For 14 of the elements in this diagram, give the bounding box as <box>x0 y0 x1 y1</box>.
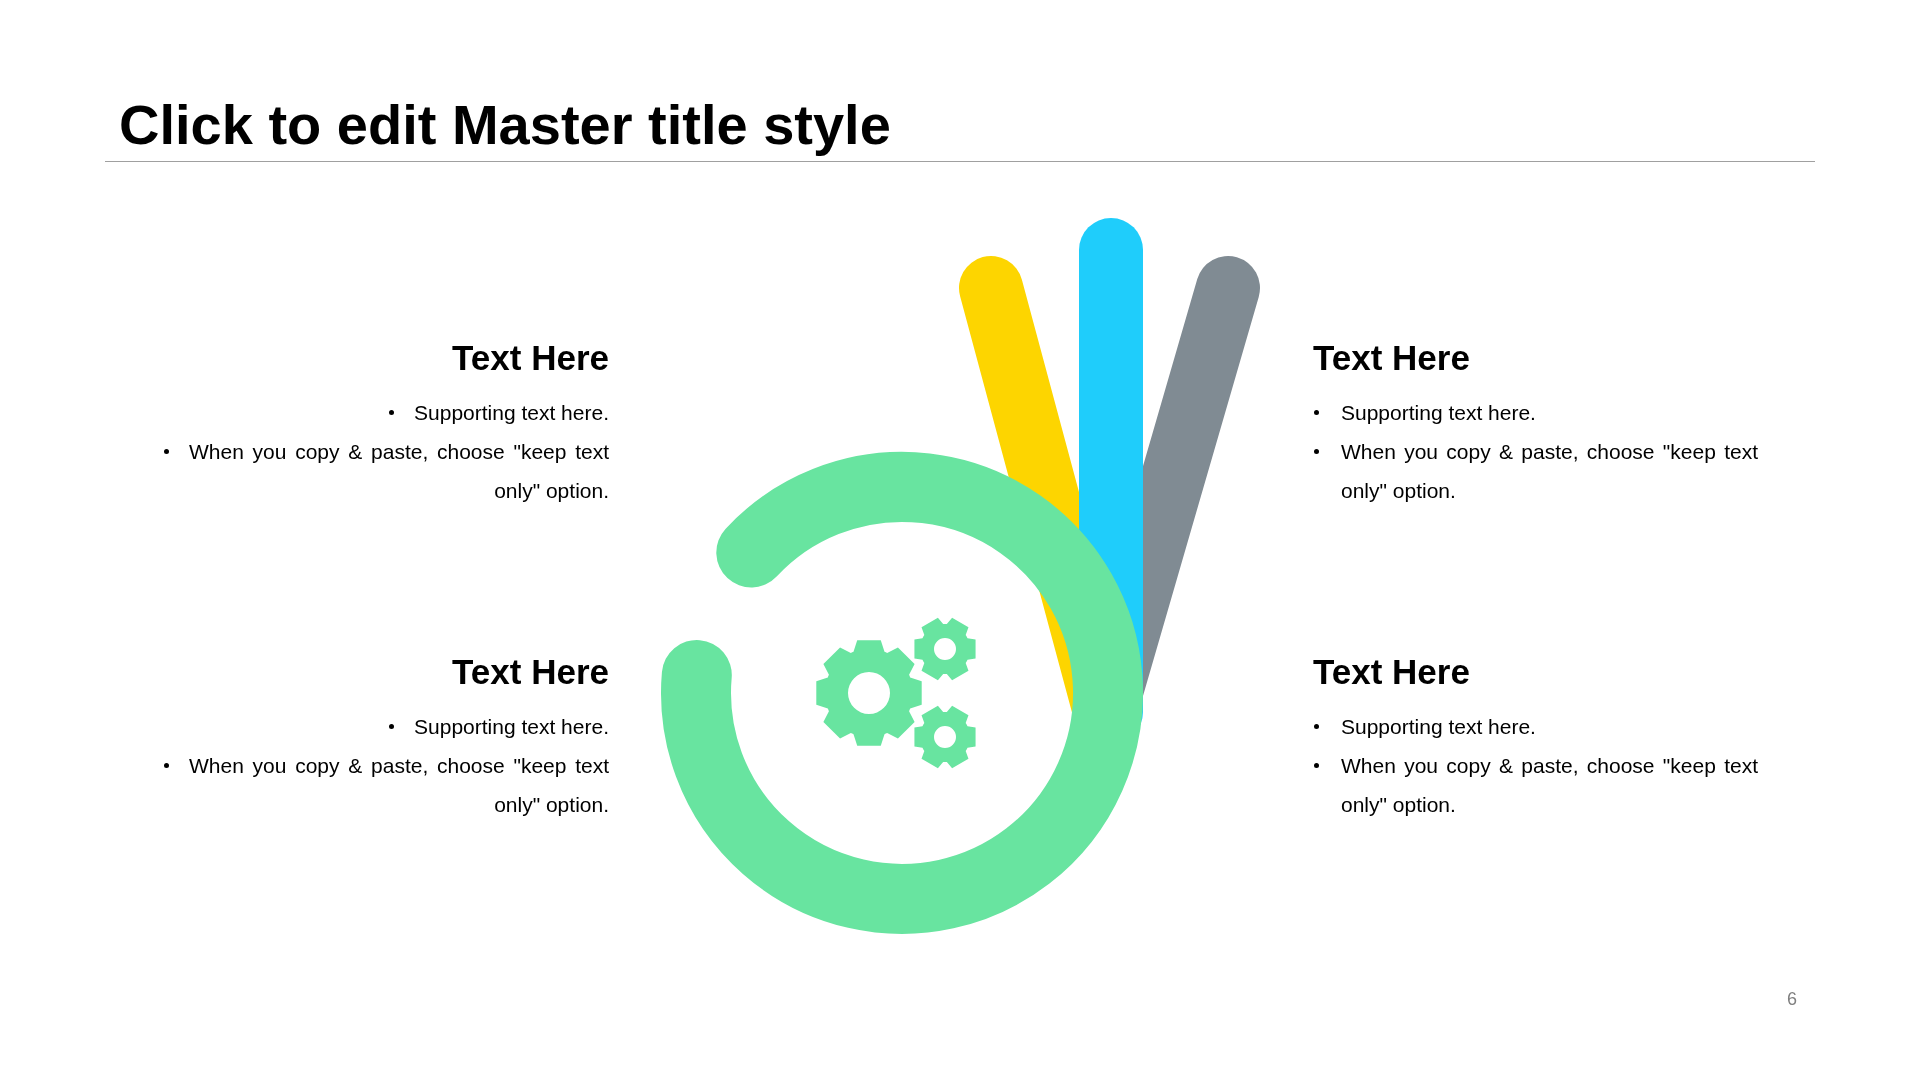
bullet-text: When you copy & paste, choose "keep text only" option. <box>189 439 609 504</box>
bullet-text: When you copy & paste, choose "keep text only" option. <box>1341 753 1758 818</box>
slide-title: Click to edit Master title style <box>119 92 891 158</box>
bullet-text: Supporting text here. <box>414 400 609 426</box>
section-heading: Text Here <box>1313 651 1470 693</box>
section-heading: Text Here <box>452 337 609 379</box>
bullet-text: Supporting text here. <box>1341 400 1536 426</box>
section-heading: Text Here <box>1313 337 1470 379</box>
bullet-text: Supporting text here. <box>414 714 609 740</box>
section-heading: Text Here <box>452 651 609 693</box>
bullet-text: When you copy & paste, choose "keep text only" option. <box>189 753 609 818</box>
bullet-text: Supporting text here. <box>1341 714 1536 740</box>
bullet-text: When you copy & paste, choose "keep text only" option. <box>1341 439 1758 504</box>
page-number: 6 <box>1787 988 1797 1010</box>
